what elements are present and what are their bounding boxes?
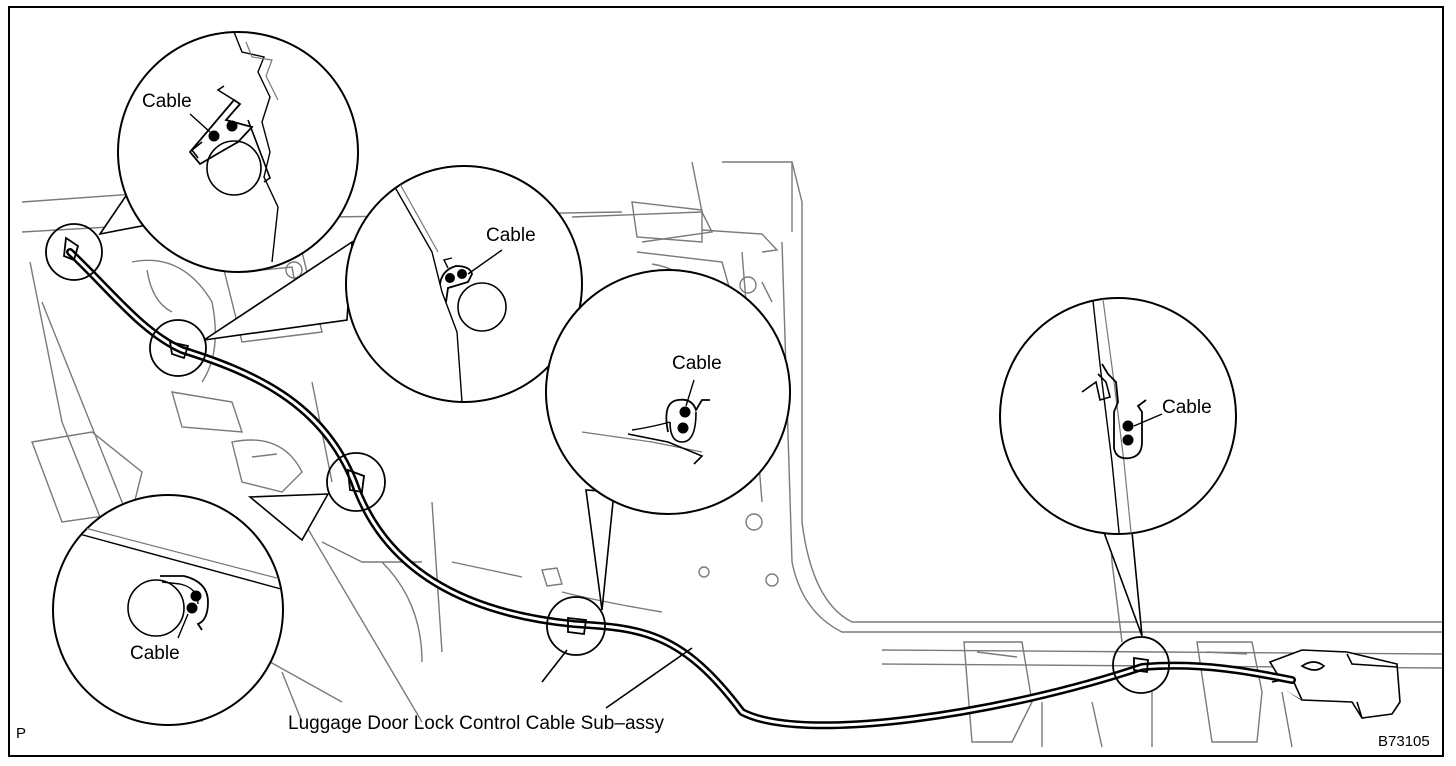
- detail-center: [581, 379, 710, 465]
- detail-lower-left: [61, 521, 283, 639]
- detail-upper-mid: [391, 181, 507, 402]
- callout-label-upper-mid: Cable: [486, 225, 536, 246]
- part-leader-lines: [541, 647, 693, 709]
- callout-label-center: Cable: [672, 353, 722, 374]
- corner-code: P: [16, 725, 27, 742]
- body-structure: [21, 161, 1442, 748]
- magnifier-pointers: [98, 182, 1143, 637]
- callout-label-lower-left: Cable: [130, 643, 180, 664]
- detail-right: [1081, 298, 1163, 534]
- part-name-label: Luggage Door Lock Control Cable Sub–assy: [288, 713, 665, 734]
- figure-id: B73105: [1378, 733, 1430, 750]
- detail-top-left: [188, 32, 279, 263]
- diagram-frame: Cable Cable Cable Cable Cable Luggage Do…: [8, 6, 1444, 757]
- control-cable: [66, 248, 1296, 730]
- detail-circles: [52, 31, 1237, 726]
- door-lock-unit: [1268, 649, 1401, 719]
- callout-label-right: Cable: [1162, 397, 1212, 418]
- cable-routing-diagram: [21, 31, 1442, 748]
- clip-locators: [45, 223, 1170, 694]
- callout-label-top-left: Cable: [142, 91, 192, 112]
